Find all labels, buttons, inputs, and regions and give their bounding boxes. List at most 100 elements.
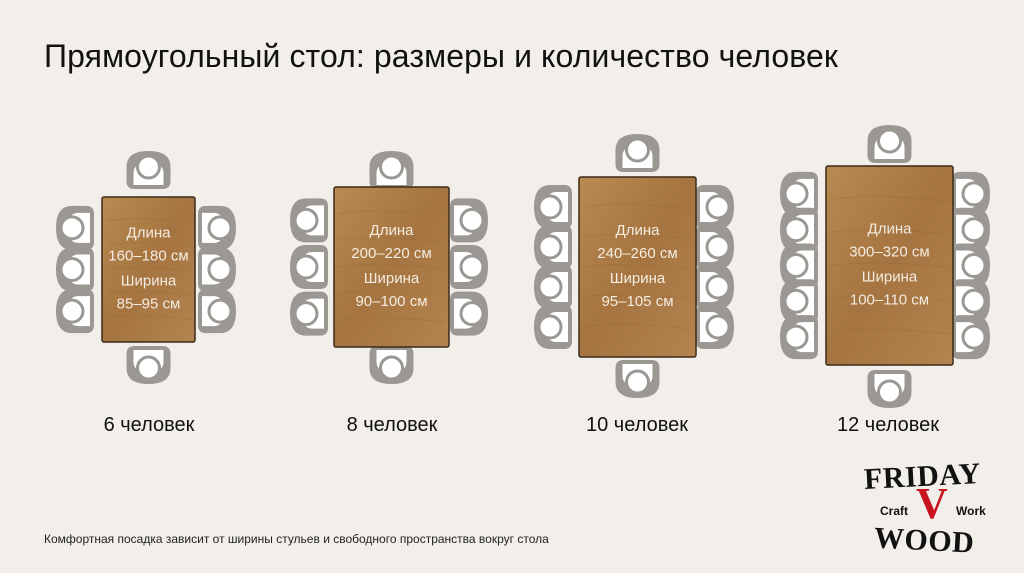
table-length-label: Длина bbox=[370, 222, 415, 239]
person-head bbox=[705, 234, 731, 260]
chair-right bbox=[198, 289, 236, 334]
logo-text-work: Work bbox=[956, 504, 986, 518]
person-head bbox=[705, 314, 731, 340]
person-head bbox=[207, 298, 233, 324]
person-head bbox=[379, 355, 404, 381]
wood-grain bbox=[582, 264, 693, 270]
logo-text-wood: WOOD bbox=[873, 521, 976, 560]
wood-grain bbox=[337, 317, 446, 323]
table-length-label: Длина bbox=[127, 225, 172, 242]
wood-grain bbox=[582, 204, 693, 210]
wood-grain bbox=[337, 264, 446, 270]
person-head bbox=[136, 355, 161, 381]
chair-right bbox=[450, 291, 488, 336]
person-head bbox=[961, 324, 987, 350]
person-head bbox=[207, 257, 233, 282]
chair-left bbox=[780, 315, 818, 360]
chair-right bbox=[198, 247, 236, 292]
table-width-value: 95–105 см bbox=[601, 293, 673, 310]
chair-left bbox=[534, 185, 572, 229]
person-head bbox=[783, 217, 809, 243]
chair-right bbox=[952, 243, 990, 288]
wood-grain bbox=[829, 196, 950, 202]
person-head bbox=[136, 154, 161, 180]
wood-grain bbox=[105, 314, 192, 321]
table-top bbox=[578, 176, 697, 358]
wood-grain bbox=[582, 234, 693, 240]
logo-letter-v: V bbox=[916, 479, 948, 528]
chair-left bbox=[534, 305, 572, 349]
wood-grain bbox=[105, 242, 192, 248]
person-head bbox=[705, 194, 731, 220]
person-head bbox=[459, 207, 485, 233]
chair-left bbox=[56, 289, 94, 334]
wood-grain bbox=[337, 210, 446, 216]
person-head bbox=[537, 314, 563, 340]
table-length-label: Длина bbox=[868, 221, 913, 238]
chair-left bbox=[780, 171, 818, 216]
person-head bbox=[961, 181, 987, 207]
wood-grain bbox=[829, 262, 950, 268]
wood-grain bbox=[829, 295, 950, 301]
footnote: Комфортная посадка зависит от ширины сту… bbox=[44, 532, 549, 546]
person-head bbox=[537, 234, 563, 260]
table-width-value: 90–100 см bbox=[355, 293, 427, 310]
chair-right bbox=[696, 305, 734, 349]
wood-grain bbox=[105, 218, 192, 224]
wood-grain bbox=[582, 324, 693, 330]
table-length-value: 200–220 см bbox=[351, 245, 431, 262]
person-head bbox=[293, 207, 319, 233]
chair-left bbox=[780, 207, 818, 252]
person-head bbox=[459, 254, 485, 280]
table-width-label: Ширина bbox=[364, 270, 420, 287]
table-top bbox=[333, 186, 450, 348]
table-top bbox=[825, 165, 954, 366]
chair-right bbox=[952, 207, 990, 252]
chair-left bbox=[290, 245, 328, 289]
wood-grain bbox=[829, 229, 950, 235]
chair-bottom bbox=[126, 346, 171, 384]
chair-bottom bbox=[867, 370, 912, 408]
chair-right bbox=[952, 315, 990, 360]
chair-right bbox=[696, 265, 734, 309]
chair-left bbox=[534, 225, 572, 269]
table-length-value: 160–180 см bbox=[108, 248, 188, 265]
chair-left bbox=[56, 247, 94, 292]
chair-right bbox=[952, 279, 990, 324]
chair-right bbox=[450, 198, 488, 243]
chair-top bbox=[867, 125, 912, 163]
chair-right bbox=[450, 245, 488, 289]
logo-text-craft: Craft bbox=[880, 504, 909, 518]
person-head bbox=[961, 288, 987, 314]
table-top bbox=[101, 196, 196, 343]
table-caption-10: 10 человек bbox=[586, 414, 688, 436]
chair-top bbox=[615, 134, 660, 172]
chair-left bbox=[56, 205, 94, 250]
chair-left bbox=[780, 279, 818, 324]
chair-right bbox=[696, 225, 734, 269]
chair-top bbox=[369, 151, 414, 189]
chair-left bbox=[534, 265, 572, 309]
table-width-label: Ширина bbox=[862, 269, 918, 286]
table-length-value: 240–260 см bbox=[597, 245, 677, 262]
wood-grain bbox=[337, 290, 446, 296]
person-head bbox=[783, 288, 809, 314]
person-head bbox=[459, 301, 485, 327]
brand-logo: FRIDAY Craft V Work WOOD bbox=[860, 457, 1010, 568]
person-head bbox=[379, 154, 404, 180]
table-caption-8: 8 человек bbox=[346, 414, 438, 436]
person-head bbox=[293, 254, 319, 280]
person-head bbox=[207, 215, 233, 241]
person-head bbox=[537, 194, 563, 220]
wood-grain bbox=[829, 328, 950, 335]
person-head bbox=[877, 128, 902, 154]
table-width-value: 85–95 см bbox=[117, 296, 181, 313]
person-head bbox=[783, 181, 809, 207]
table-width-label: Ширина bbox=[610, 270, 666, 287]
chair-bottom bbox=[369, 346, 414, 384]
person-head bbox=[59, 215, 85, 241]
chair-bottom bbox=[615, 360, 660, 398]
person-head bbox=[59, 298, 85, 324]
person-head bbox=[625, 369, 650, 395]
